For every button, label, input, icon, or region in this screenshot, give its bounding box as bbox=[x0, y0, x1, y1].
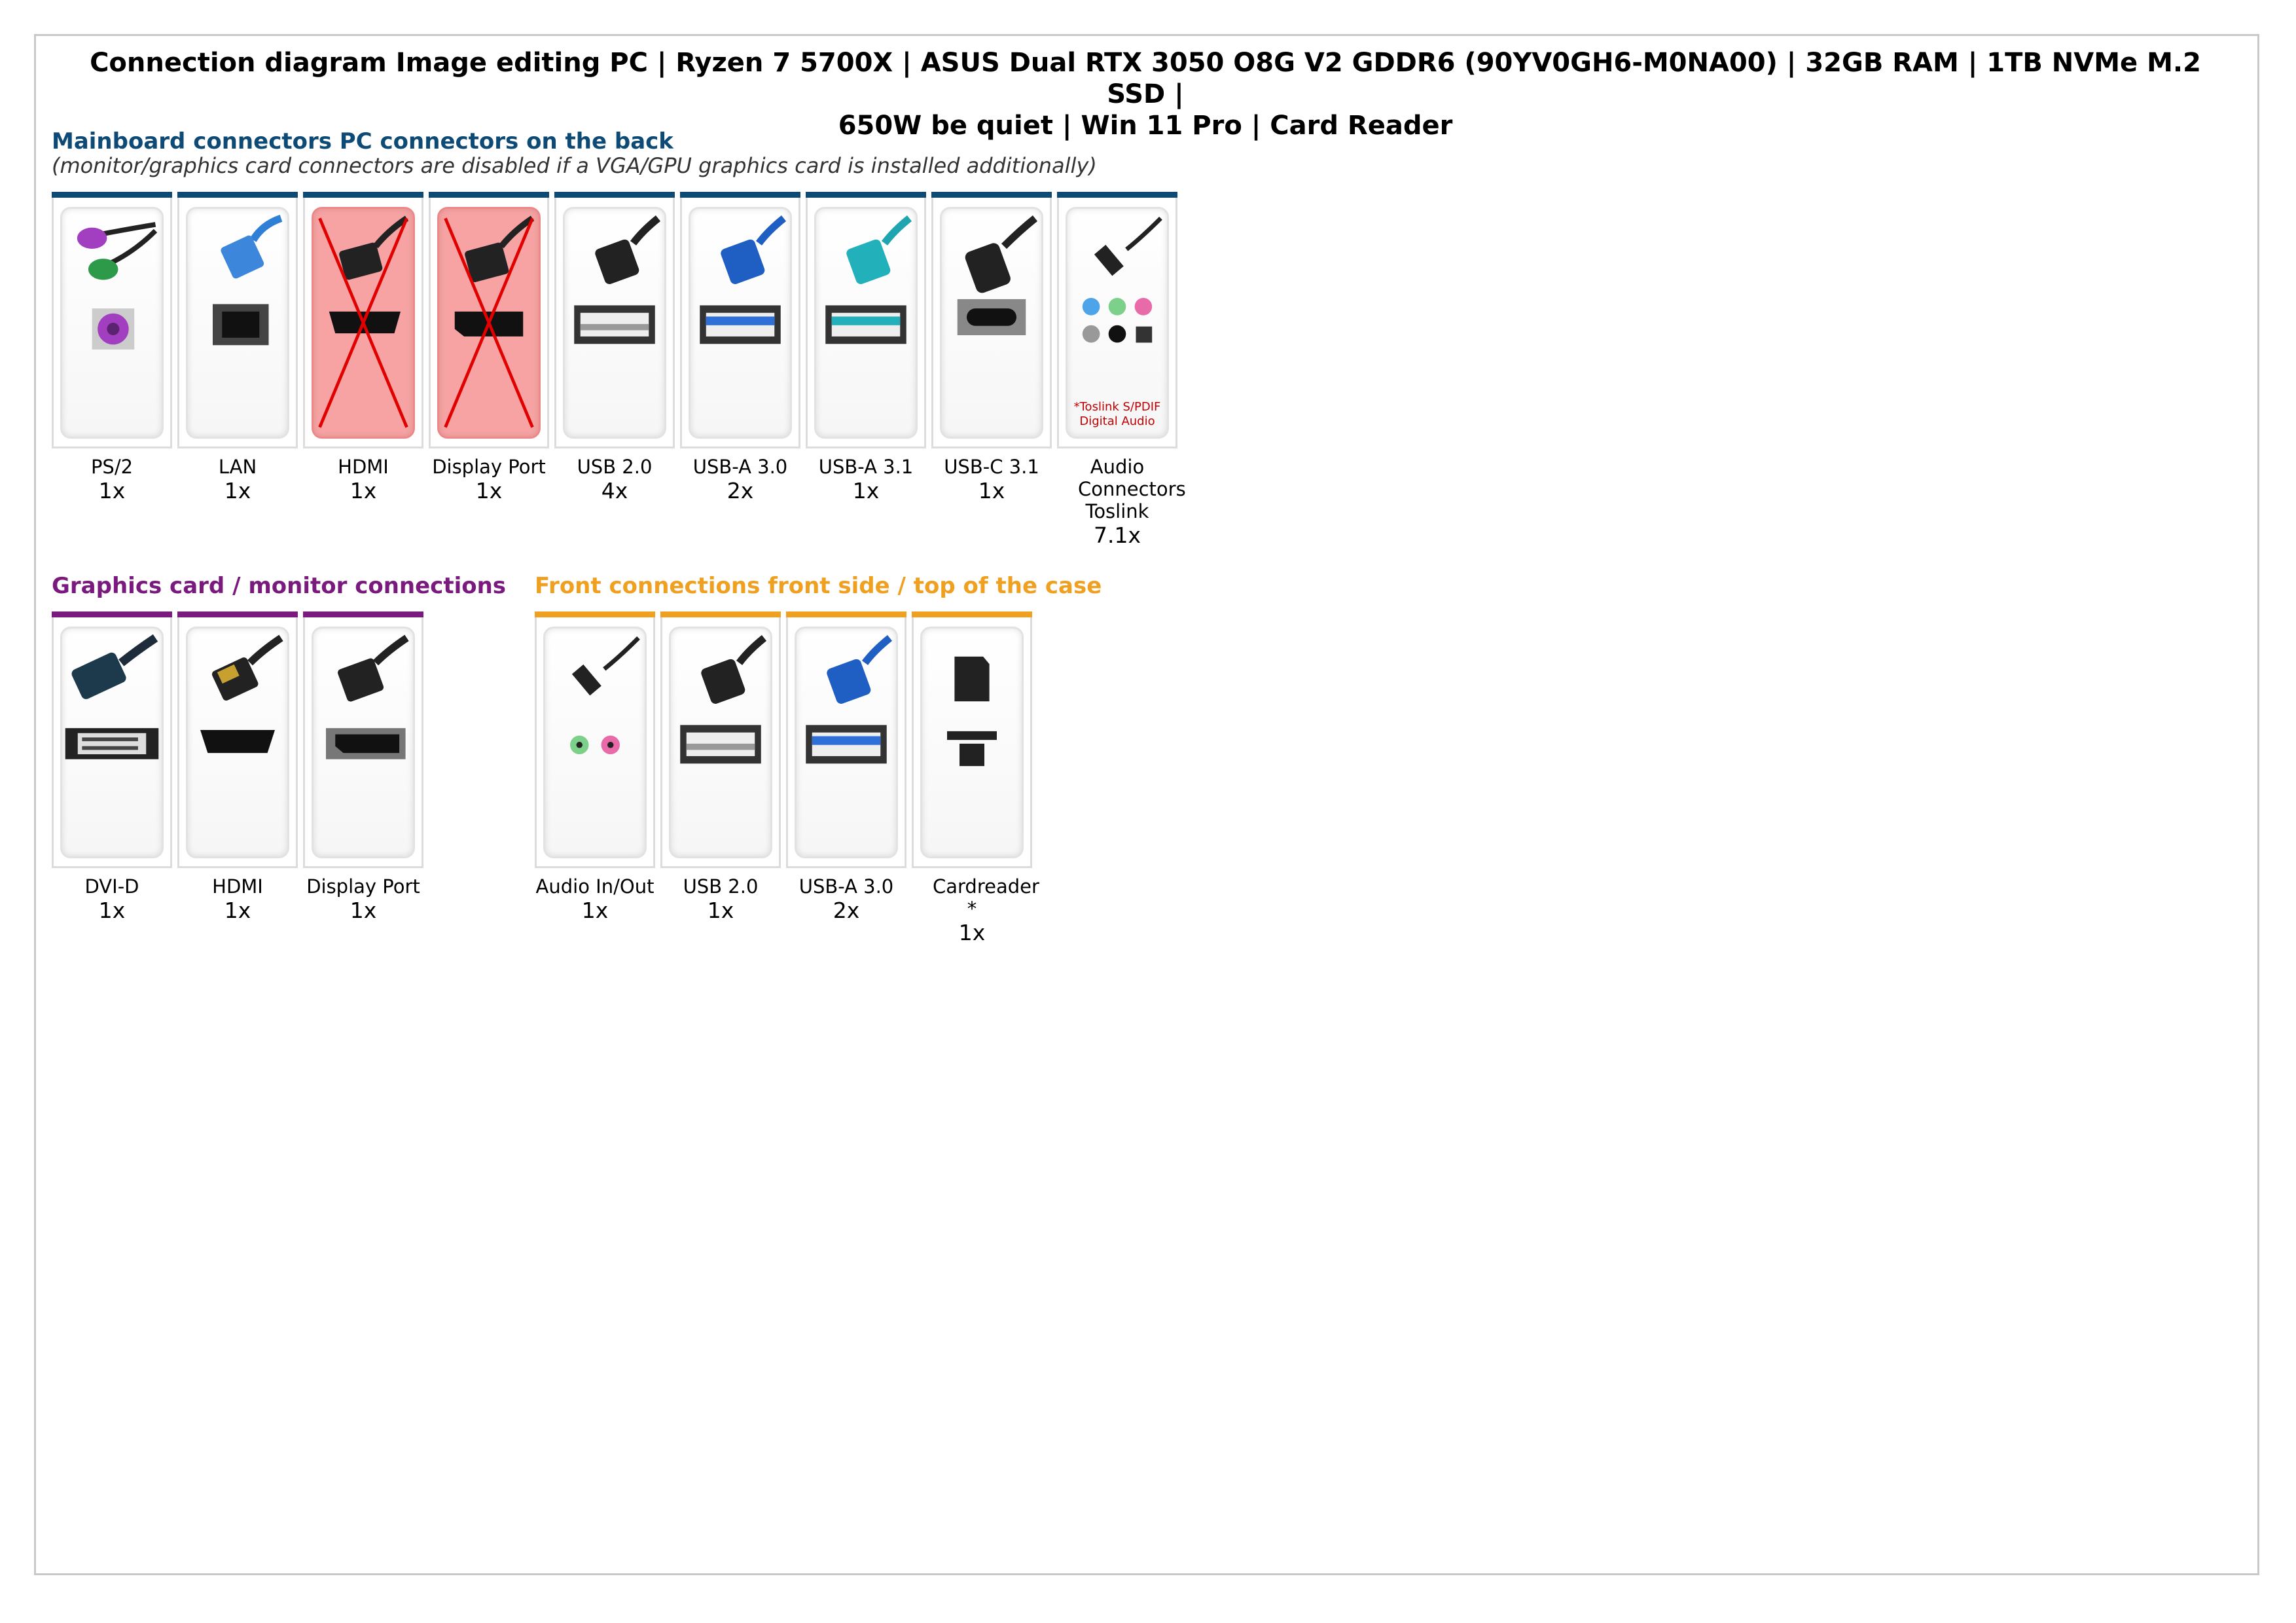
card-hdmi-gpu bbox=[177, 611, 298, 868]
count-hdmi-gpu: 1x bbox=[224, 898, 251, 923]
graphics-heading: Graphics card / monitor connections bbox=[52, 573, 507, 599]
count-usbc: 1x bbox=[978, 478, 1005, 503]
card-usb31 bbox=[806, 192, 926, 448]
displayport-icon bbox=[326, 634, 409, 759]
toslink-note: *Toslink S/PDIF Digital Audio bbox=[1067, 400, 1167, 429]
card-lan bbox=[177, 192, 298, 448]
dvi-icon bbox=[65, 634, 159, 759]
hdmi-icon bbox=[200, 634, 283, 754]
card-front-usb2 bbox=[660, 611, 781, 868]
count-front-cardreader: 1x bbox=[958, 920, 986, 945]
count-usb31: 1x bbox=[852, 478, 880, 503]
card-hdmi-disabled bbox=[303, 192, 423, 448]
label-front-cardreader: Cardreader *1x bbox=[909, 875, 1039, 946]
usb31-icon bbox=[825, 215, 912, 344]
mainboard-note: (monitor/graphics card connectors are di… bbox=[52, 153, 1097, 178]
count-ps2: 1x bbox=[98, 478, 126, 503]
page-title: Connection diagram Image editing PC | Ry… bbox=[65, 47, 2225, 141]
count-dvi: 1x bbox=[98, 898, 126, 923]
card-displayport-gpu bbox=[303, 611, 423, 868]
usb3-icon bbox=[806, 634, 893, 764]
ps2-icon bbox=[77, 222, 158, 350]
usbc-icon bbox=[957, 215, 1038, 335]
usb2-icon bbox=[574, 215, 661, 344]
toslink-note-line-2: Digital Audio bbox=[1079, 414, 1155, 428]
title-line-2: 650W be quiet | Win 11 Pro | Card Reader bbox=[838, 111, 1453, 141]
count-front-audio: 1x bbox=[581, 898, 609, 923]
card-front-audio bbox=[535, 611, 655, 868]
card-audio: *Toslink S/PDIF Digital Audio bbox=[1057, 192, 1177, 448]
count-audio: 7.1x bbox=[1093, 522, 1141, 548]
count-displayport-gpu: 1x bbox=[350, 898, 377, 923]
usb3-icon bbox=[700, 215, 787, 344]
displayport-icon bbox=[444, 215, 535, 428]
title-line-1: Connection diagram Image editing PC | Ry… bbox=[90, 48, 2201, 109]
toslink-note-line-1: *Toslink S/PDIF bbox=[1073, 400, 1161, 414]
count-front-usb2: 1x bbox=[707, 898, 734, 923]
count-lan: 1x bbox=[224, 478, 251, 503]
usb2-icon bbox=[680, 634, 767, 764]
count-hdmi-mb: 1x bbox=[350, 478, 377, 503]
card-front-usb3 bbox=[786, 611, 906, 868]
count-displayport-mb: 1x bbox=[475, 478, 503, 503]
audio-jack-icon bbox=[1082, 217, 1162, 343]
front-heading: Front connections front side / top of th… bbox=[535, 573, 1102, 599]
card-ps2 bbox=[52, 192, 172, 448]
mainboard-heading: Mainboard connectors PC connectors on th… bbox=[52, 128, 673, 155]
card-usbc bbox=[931, 192, 1052, 448]
ethernet-icon bbox=[213, 214, 283, 346]
count-front-usb3: 2x bbox=[833, 898, 860, 923]
card-dvi bbox=[52, 611, 172, 868]
sd-card-icon bbox=[947, 656, 997, 767]
audio-jack-icon bbox=[570, 636, 640, 755]
card-displayport-disabled bbox=[429, 192, 549, 448]
count-usb2-mb: 4x bbox=[601, 478, 628, 503]
card-front-cardreader bbox=[912, 611, 1032, 868]
hdmi-icon bbox=[318, 215, 409, 428]
card-usb3 bbox=[680, 192, 800, 448]
card-usb2 bbox=[554, 192, 675, 448]
count-usb3-mb: 2x bbox=[726, 478, 754, 503]
